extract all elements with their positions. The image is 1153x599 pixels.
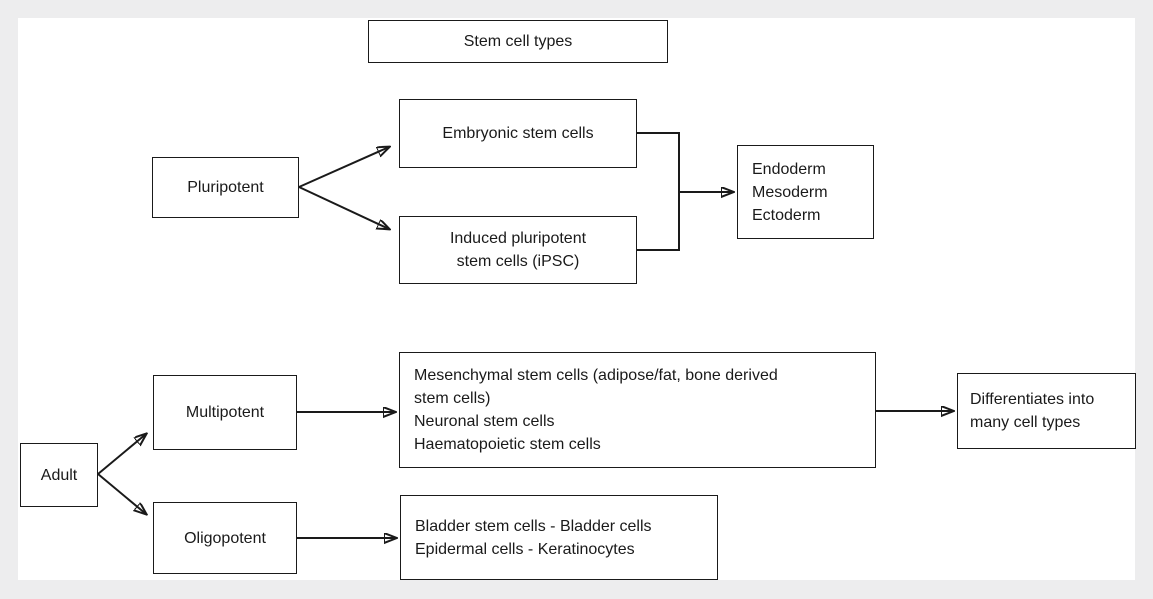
arrow-pluripotent-to-ipsc	[298, 186, 389, 229]
node-ipsc-line: Induced pluripotent	[449, 230, 587, 247]
node-ipsc: Induced pluripotent stem cells (iPSC)	[399, 216, 637, 284]
arrow-adult-to-multipotent	[97, 434, 146, 475]
node-differentiates: Differentiates into many cell types	[957, 373, 1136, 449]
node-adult-label: Adult	[40, 466, 78, 484]
arrow-adult-to-oligopotent	[97, 473, 146, 514]
node-ipsc-line: stem cells (iPSC)	[456, 253, 580, 270]
oligopotent-target-line: Epidermal cells - Keratinocytes	[415, 540, 635, 558]
node-differentiates-line: many cell types	[970, 414, 1081, 431]
germ-layer-line: Ectoderm	[752, 206, 821, 224]
node-embryonic-stem-cells: Embryonic stem cells	[399, 99, 637, 168]
node-germ-layers: Endoderm Mesoderm Ectoderm	[737, 145, 874, 239]
node-multipotent: Multipotent	[153, 375, 297, 450]
node-oligopotent-label: Oligopotent	[184, 529, 266, 547]
germ-layer-line: Mesoderm	[752, 183, 828, 201]
arrow-pluripotent-to-embryonic	[298, 147, 389, 188]
node-differentiates-line: Differentiates into	[970, 391, 1095, 408]
multipotent-target-line: Haematopoietic stem cells	[414, 436, 601, 453]
node-pluripotent: Pluripotent	[152, 157, 299, 218]
multipotent-target-line: stem cells)	[414, 390, 491, 407]
node-oligopotent: Oligopotent	[153, 502, 297, 574]
node-embryonic-label: Embryonic stem cells	[442, 125, 594, 142]
node-adult: Adult	[20, 443, 98, 507]
title-box: Stem cell types	[368, 20, 668, 63]
title-text: Stem cell types	[463, 33, 573, 50]
oligopotent-target-line: Bladder stem cells - Bladder cells	[415, 517, 652, 535]
germ-layer-line: Endoderm	[752, 160, 826, 178]
node-pluripotent-label: Pluripotent	[187, 179, 264, 196]
multipotent-target-line: Neuronal stem cells	[414, 413, 555, 430]
node-multipotent-targets: Mesenchymal stem cells (adipose/fat, bon…	[399, 352, 876, 468]
node-oligopotent-targets: Bladder stem cells - Bladder cells Epide…	[400, 495, 718, 580]
node-multipotent-label: Multipotent	[185, 404, 265, 421]
multipotent-target-line: Mesenchymal stem cells (adipose/fat, bon…	[414, 367, 778, 384]
